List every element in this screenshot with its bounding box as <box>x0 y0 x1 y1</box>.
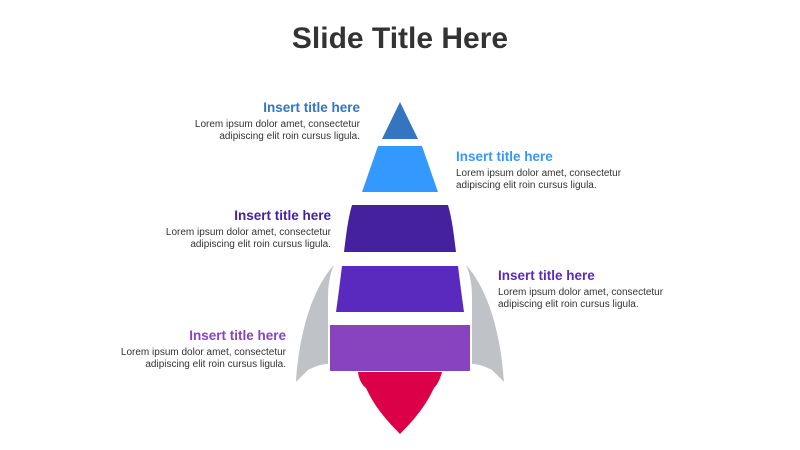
info-block-3: Insert title here Lorem ipsum dolor amet… <box>71 208 331 251</box>
slide-title: Slide Title Here <box>291 22 509 55</box>
info-title-2: Insert title here <box>456 149 553 164</box>
info-text-2-line-1: Lorem ipsum dolor amet, consectetur <box>456 168 622 179</box>
info-text-5-line-2: adipiscing elit roin cursus ligula. <box>145 359 286 370</box>
info-block-2: Insert title here Lorem ipsum dolor amet… <box>456 149 716 192</box>
info-block-5: Insert title here Lorem ipsum dolor amet… <box>26 328 286 371</box>
info-text-5-line-1: Lorem ipsum dolor amet, consectetur <box>120 347 286 358</box>
info-title-4: Insert title here <box>498 268 595 283</box>
rocket-tier-2 <box>362 146 438 192</box>
info-text-4-line-1: Lorem ipsum dolor amet, consectetur <box>498 287 664 298</box>
info-title-3: Insert title here <box>234 208 331 223</box>
rocket-left-wing <box>296 265 334 382</box>
info-text-1-line-2: adipiscing elit roin cursus ligula. <box>219 131 360 142</box>
info-text-4-line-2: adipiscing elit roin cursus ligula. <box>498 299 639 310</box>
rocket-flame <box>358 372 442 434</box>
rocket-tier-4 <box>336 266 464 312</box>
info-text-1-line-1: Lorem ipsum dolor amet, consectetur <box>194 119 360 130</box>
rocket-tier-5 <box>330 325 470 371</box>
info-text-3-line-1: Lorem ipsum dolor amet, consectetur <box>165 227 331 238</box>
rocket-tier-1 <box>382 102 418 139</box>
rocket-tier-3 <box>344 205 456 252</box>
info-text-2-line-2: adipiscing elit roin cursus ligula. <box>456 180 597 191</box>
info-text-3-line-2: adipiscing elit roin cursus ligula. <box>190 239 331 250</box>
info-title-1: Insert title here <box>263 100 360 115</box>
info-block-1: Insert title here Lorem ipsum dolor amet… <box>100 100 360 143</box>
rocket-right-wing <box>466 265 504 382</box>
info-block-4: Insert title here Lorem ipsum dolor amet… <box>498 268 758 311</box>
info-title-5: Insert title here <box>189 328 286 343</box>
